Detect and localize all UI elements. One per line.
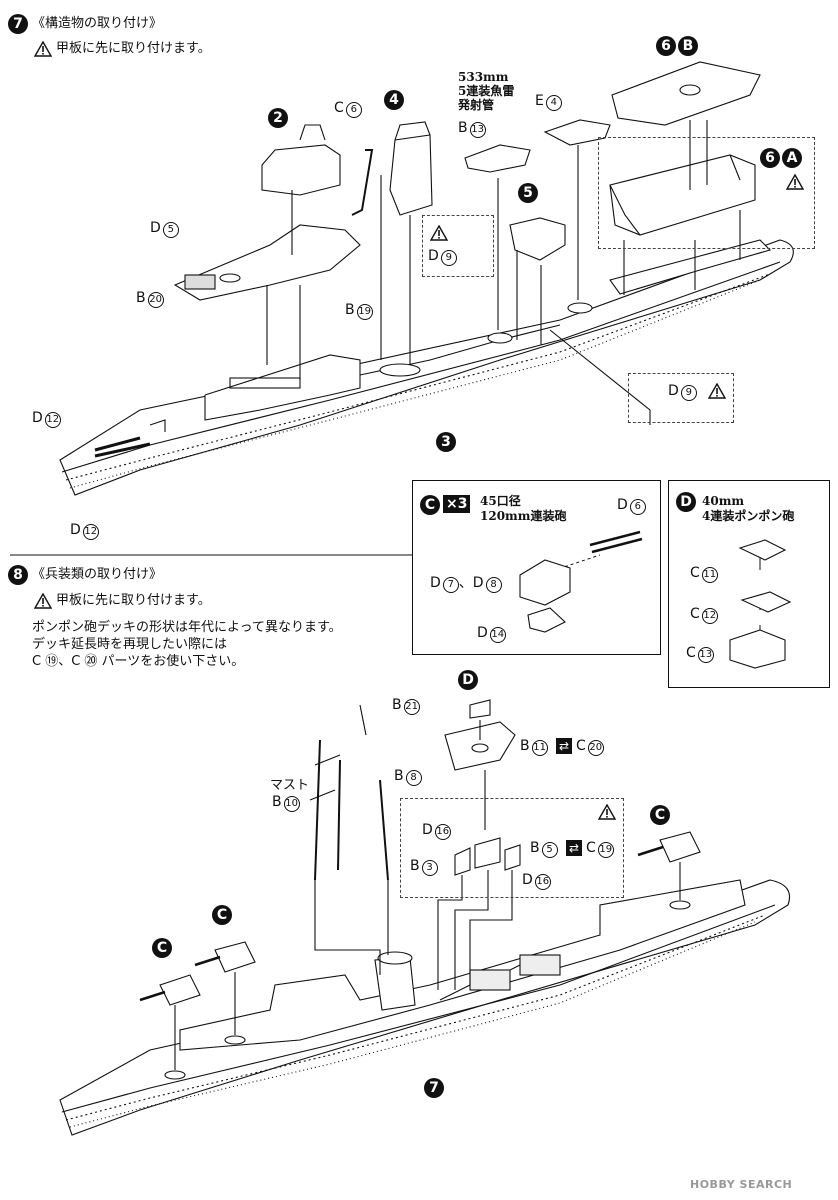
- step-number: 7: [8, 14, 28, 34]
- warning-text: 甲板に先に取り付けます。: [56, 41, 211, 56]
- step-title: 《構造物の取り付け》: [32, 16, 163, 31]
- step-title: 《兵装類の取り付け》: [32, 567, 163, 582]
- box-c-title: 45口径 120mm連装砲: [480, 494, 567, 523]
- sub-step-6a-letter: A: [782, 148, 802, 168]
- c-marker: C: [212, 905, 232, 925]
- note-box-d9-step7: [422, 215, 494, 277]
- warning-icon: [708, 383, 726, 399]
- torpedo-label: 533mm 5連装魚雷 発射管: [458, 70, 515, 112]
- sub-step-4: 4: [384, 90, 404, 110]
- box-c-marker: C: [420, 495, 440, 515]
- funnel-part: [389, 134, 433, 216]
- structure-dash-box: [598, 137, 815, 249]
- warning-icon: [34, 593, 52, 609]
- sub-step-2: 2: [268, 108, 288, 128]
- warning-icon: [786, 174, 804, 190]
- mast-label: マスト: [270, 778, 310, 793]
- sub-step-6b-letter: B: [678, 36, 698, 56]
- note-line-3: C ⑲、C ⑳ パーツをお使い下さい。: [32, 654, 245, 669]
- sub-step-5: 5: [518, 183, 538, 203]
- note-line-2: デッキ延長時を再現したい際には: [32, 637, 228, 652]
- note-box-d9-aft: [628, 373, 734, 423]
- sub-step-6a-num: 6: [760, 148, 780, 168]
- swap-icon: ⇄: [556, 738, 572, 754]
- box-d-title: 40mm 4連装ポンポン砲: [702, 494, 795, 523]
- swap-icon: ⇄: [566, 840, 582, 856]
- warning-text: 甲板に先に取り付けます。: [56, 593, 211, 608]
- sub-step-6b-num: 6: [656, 36, 676, 56]
- hull-step7: [59, 239, 794, 496]
- watermark: HOBBY SEARCH: [690, 1178, 793, 1191]
- box-c-guns: [412, 480, 661, 655]
- c-marker: C: [152, 938, 172, 958]
- d-marker: D: [458, 670, 478, 690]
- box-c-times: ×3: [443, 495, 471, 513]
- c-marker: C: [650, 805, 670, 825]
- sub-step-3: 3: [436, 432, 456, 452]
- warning-icon: [34, 41, 52, 57]
- turret-x: [637, 831, 701, 863]
- box-d-marker: D: [676, 492, 696, 512]
- bridge-part: [261, 144, 341, 196]
- torpedo-tube-part: [464, 144, 531, 173]
- step-number: 8: [8, 565, 28, 585]
- turret-b: [194, 941, 256, 973]
- deck-plate-b20: [173, 224, 361, 301]
- sub-step-7: 7: [424, 1078, 444, 1098]
- warning-icon: [598, 804, 616, 820]
- warning-icon: [430, 225, 448, 241]
- turret-a: [139, 974, 201, 1006]
- aft-deck-part: [611, 61, 761, 126]
- note-line-1: ポンポン砲デッキの形状は年代によって異なります。: [32, 620, 342, 635]
- deck-dash-box: [400, 798, 624, 898]
- box-d-pompom: [668, 480, 830, 688]
